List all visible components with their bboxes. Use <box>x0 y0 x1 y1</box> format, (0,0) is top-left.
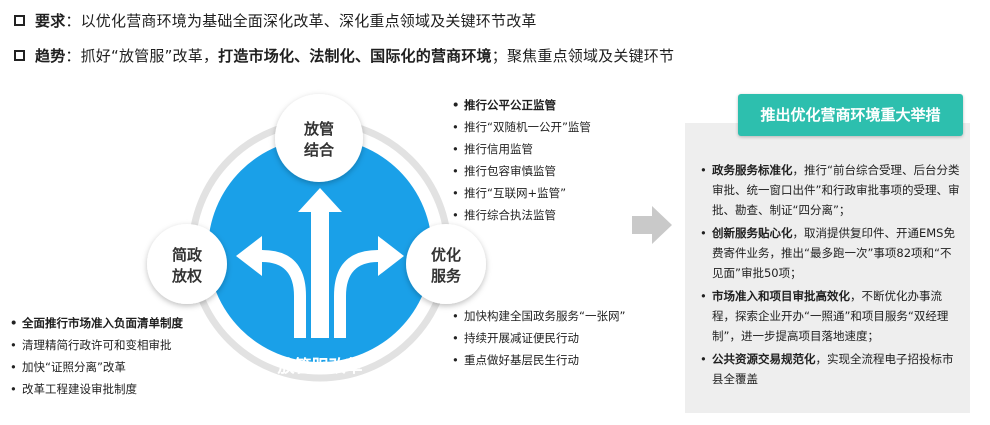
measures-list: 政务服务标准化，推行“前台综合受理、后台分类审批、统一窗口出件”和行政审批事项的… <box>700 160 962 392</box>
trend-label: 趋势 <box>35 47 66 65</box>
list-item: 加快构建全国政务服务“一张网” <box>452 305 625 327</box>
checkbox-square-icon <box>14 50 25 61</box>
measure-title: 市场准入和项目审批高效化 <box>712 289 850 303</box>
node-top-line1: 放管 <box>303 120 334 138</box>
list-item: 清理精简行政许可和变相审批 <box>10 334 183 356</box>
trend-text-b: 打造市场化、法制化、国际化的营商环境 <box>218 47 492 65</box>
list-item: 推行“互联网+监管” <box>452 182 591 204</box>
measure-title: 创新服务贴心化 <box>712 226 793 240</box>
list-item: 推行信用监管 <box>452 138 591 160</box>
list-item: 重点做好基层民生行动 <box>452 349 625 371</box>
requirement-text: ：以优化营商环境为基础全面深化改革、深化重点领域及关键环节改革 <box>65 12 537 30</box>
list-item: 全面推行市场准入负面清单制度 <box>10 312 183 334</box>
measure-item: 市场准入和项目审批高效化，不断优化办事流程，探索企业开办“一照通”和项目服务“双… <box>700 286 962 346</box>
arrows-icon <box>236 188 404 338</box>
node-left-line2: 放权 <box>171 267 203 285</box>
list-item: 推行公平公正监管 <box>452 94 591 116</box>
right-arrow-icon <box>632 206 672 244</box>
trend-text-a: ：抓好“放管服”改革， <box>65 47 219 65</box>
checkbox-square-icon <box>14 15 25 26</box>
measure-item: 创新服务贴心化，取消提供复印件、开通EMS免费寄件业务，推出“最多跑一次”事项8… <box>700 223 962 283</box>
list-bottom-right: 加快构建全国政务服务“一张网”持续开展减证便民行动重点做好基层民生行动 <box>452 305 625 371</box>
center-label: 放管服改革 <box>277 356 363 377</box>
list-bottom-left: 全面推行市场准入负面清单制度清理精简行政许可和变相审批加快“证照分离”改革改革工… <box>10 312 183 400</box>
trend-line: 趋势：抓好“放管服”改革，打造市场化、法制化、国际化的营商环境；聚焦重点领域及关… <box>14 45 674 66</box>
measure-text: ，实现全流程电子招投标市县全覆盖 <box>712 352 954 386</box>
list-item: 持续开展减证便民行动 <box>452 327 625 349</box>
node-right-line1: 优化 <box>431 246 461 264</box>
measure-item: 公共资源交易规范化，实现全流程电子招投标市县全覆盖 <box>700 349 962 389</box>
measure-title: 公共资源交易规范化 <box>712 352 816 366</box>
node-left-line1: 简政 <box>172 246 203 264</box>
measure-text: ，不断优化办事流程，探索企业开办“一照通”和项目服务“双经理制”，进一步提高项目… <box>712 289 949 343</box>
measure-text: ，取消提供复印件、开通EMS免费寄件业务，推出“最多跑一次”事项82项和“不见面… <box>712 226 955 280</box>
requirement-label: 要求 <box>35 12 66 30</box>
measure-text: ，推行“前台综合受理、后台分类审批、统一窗口出件”和行政审批事项的受理、审批、勘… <box>712 163 960 217</box>
panel-title: 推出优化营商环境重大举措 <box>738 94 963 136</box>
measure-title: 政务服务标准化 <box>712 163 793 177</box>
node-right-bubble <box>406 224 486 304</box>
measure-item: 政务服务标准化，推行“前台综合受理、后台分类审批、统一窗口出件”和行政审批事项的… <box>700 160 962 220</box>
list-item: 推行包容审慎监管 <box>452 160 591 182</box>
trend-text-c: ；聚焦重点领域及关键环节 <box>491 47 675 65</box>
list-item: 推行综合执法监管 <box>452 204 591 226</box>
list-item: 加快“证照分离”改革 <box>10 356 183 378</box>
node-right-line2: 服务 <box>431 267 462 285</box>
list-item: 改革工程建设审批制度 <box>10 378 183 400</box>
list-item: 推行“双随机一公开”监管 <box>452 116 591 138</box>
list-top-right: 推行公平公正监管推行“双随机一公开”监管推行信用监管推行包容审慎监管推行“互联网… <box>452 94 591 226</box>
node-left-bubble <box>147 224 227 304</box>
node-top-bubble <box>275 94 363 182</box>
node-top-line2: 结合 <box>304 141 335 159</box>
requirement-line: 要求：以优化营商环境为基础全面深化改革、深化重点领域及关键环节改革 <box>14 10 537 31</box>
